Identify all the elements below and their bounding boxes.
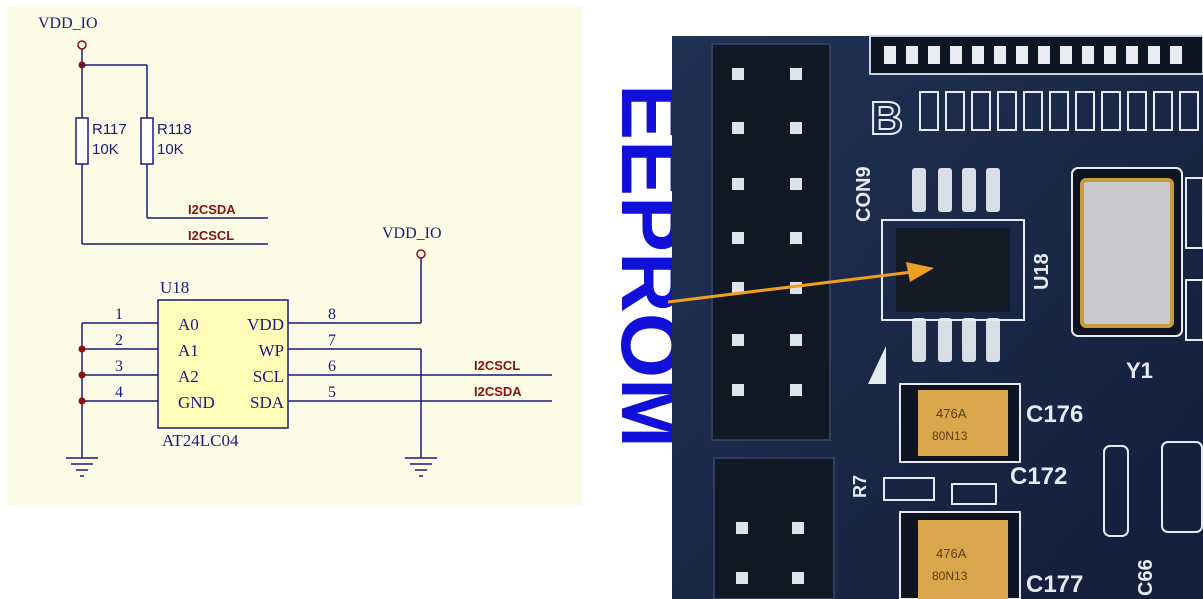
- right-pins: 8 7 6 5 VDD WP SCL SDA: [247, 306, 552, 412]
- schematic-panel: VDD_IO R117 10K R118 10K I2CSDA I2CSCL V…: [8, 6, 582, 506]
- silk-r7: R7: [850, 475, 870, 498]
- pin-8-number: 8: [328, 306, 336, 323]
- ground-symbol-left: [66, 457, 98, 477]
- top-connector: [869, 35, 1203, 75]
- schematic-background: [8, 6, 582, 506]
- pin-7-name: WP: [259, 341, 285, 360]
- pin-8-name: VDD: [247, 315, 284, 334]
- resistor-r118: [140, 117, 154, 165]
- silk-c66: C66: [1135, 559, 1157, 596]
- r118-value: 10K: [157, 141, 184, 158]
- silk-c176: C176: [1026, 401, 1083, 428]
- pin-6-number: 6: [328, 358, 336, 375]
- cap-c176-mark: 476A: [936, 406, 967, 421]
- left-pins: 1 2 3 4 A0 A1 A2 GND: [112, 306, 215, 412]
- pin-2-number: 2: [115, 332, 123, 349]
- small-parts-right: [1103, 177, 1203, 537]
- cap-c177: [918, 520, 1008, 599]
- pin-4-number: 4: [115, 384, 123, 401]
- vdd-io-label-right: VDD_IO: [382, 225, 442, 242]
- pin-1-number: 1: [115, 306, 123, 323]
- cap-c177-code: 80N13: [932, 569, 968, 583]
- silk-c177: C177: [1026, 571, 1083, 598]
- vdd-io-label-top: VDD_IO: [38, 15, 98, 32]
- pin1-marker: [868, 346, 886, 384]
- left-pin-header: [711, 43, 831, 441]
- pin-5-number: 5: [328, 384, 336, 401]
- pin-6-name: SCL: [253, 367, 284, 386]
- net-label-i2csda-right: I2CSDA: [474, 384, 522, 399]
- net-label-i2cscl-right: I2CSCL: [474, 358, 520, 373]
- silk-c172: C172: [1010, 463, 1067, 490]
- net-label-i2csda-left: I2CSDA: [188, 202, 236, 217]
- silk-b: B: [870, 92, 903, 144]
- cap-c177-mark: 476A: [936, 546, 967, 561]
- r117-value: 10K: [92, 141, 119, 158]
- junction-a2: [78, 371, 86, 379]
- silk-y1: Y1: [1126, 358, 1153, 383]
- crystal-y1: [1080, 178, 1174, 328]
- pin-5-name: SDA: [250, 393, 285, 412]
- silk-u18: U18: [1031, 253, 1053, 290]
- chip-body-at24lc04: [157, 299, 289, 429]
- chip-part: AT24LC04: [162, 431, 239, 450]
- net-label-i2cscl-left: I2CSCL: [188, 228, 234, 243]
- left-header-pins: [732, 68, 802, 396]
- lower-pin-header: [713, 457, 835, 599]
- pin-4-name: GND: [178, 393, 215, 412]
- junction-gnd: [78, 397, 86, 405]
- chip-ref: U18: [160, 278, 189, 297]
- pin-3-number: 3: [115, 358, 123, 375]
- r118-ref: R118: [157, 121, 192, 138]
- pin-7-number: 7: [328, 332, 336, 349]
- callout-arrow: [667, 262, 934, 304]
- pin-2-name: A1: [178, 341, 199, 360]
- eeprom-chip-leads: [912, 168, 1000, 362]
- ground-symbol-right: [405, 457, 437, 477]
- top-connector-pins: [884, 46, 1182, 64]
- cap-c176-code: 80N13: [932, 429, 968, 443]
- eeprom-silk-outline: [881, 219, 1025, 321]
- resistor-r117: [75, 117, 89, 165]
- resistor-array: [919, 91, 1199, 131]
- pcb-photo: B CON9 U18 Y1 476A 80N13 C176 C172 R7: [672, 35, 1203, 599]
- arrow-head: [906, 262, 934, 282]
- silk-con9: CON9: [853, 166, 875, 222]
- pin-3-name: A2: [178, 367, 199, 386]
- pin-1-name: A0: [178, 315, 199, 334]
- r117-ref: R117: [92, 121, 127, 138]
- junction-a1: [78, 345, 86, 353]
- cap-c176: [918, 390, 1008, 456]
- arrow-line: [667, 270, 913, 304]
